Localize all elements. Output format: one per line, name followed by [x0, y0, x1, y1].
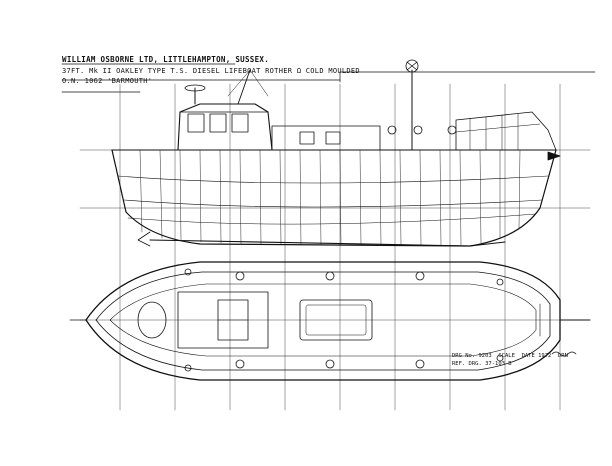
company-name: WILLIAM OSBORNE LTD, LITTLEHAMPTON, SUSS…	[62, 55, 270, 64]
wheelhouse-plan	[177, 291, 269, 349]
deck-hatch	[299, 299, 373, 341]
bow-rails	[455, 111, 557, 151]
title-block-rules	[61, 63, 596, 93]
wheelhouse	[177, 103, 273, 151]
title-block: WILLIAM OSBORNE LTD, LITTLEHAMPTON, SUSS…	[62, 55, 360, 85]
reference-drawing: REF. DRG. 37-103-B	[452, 361, 512, 368]
date-label: DATE	[521, 353, 535, 359]
anchor	[547, 151, 561, 161]
keel	[149, 239, 506, 247]
profile-hull-outline	[111, 149, 557, 247]
official-number: O.N. 1062 'BARMOUTH'	[62, 76, 153, 85]
engine-casing	[271, 125, 381, 151]
mast	[237, 69, 251, 105]
plan-view	[69, 261, 591, 381]
boat-description: 37FT. Mk II OAKLEY TYPE T.S. DIESEL LIFE…	[62, 66, 360, 75]
signature-scribbles	[551, 351, 577, 357]
rudder	[137, 231, 151, 247]
scale-label: SCALE	[498, 353, 515, 359]
mast-light	[405, 59, 419, 73]
tank	[137, 301, 167, 339]
profile-view	[111, 59, 561, 247]
